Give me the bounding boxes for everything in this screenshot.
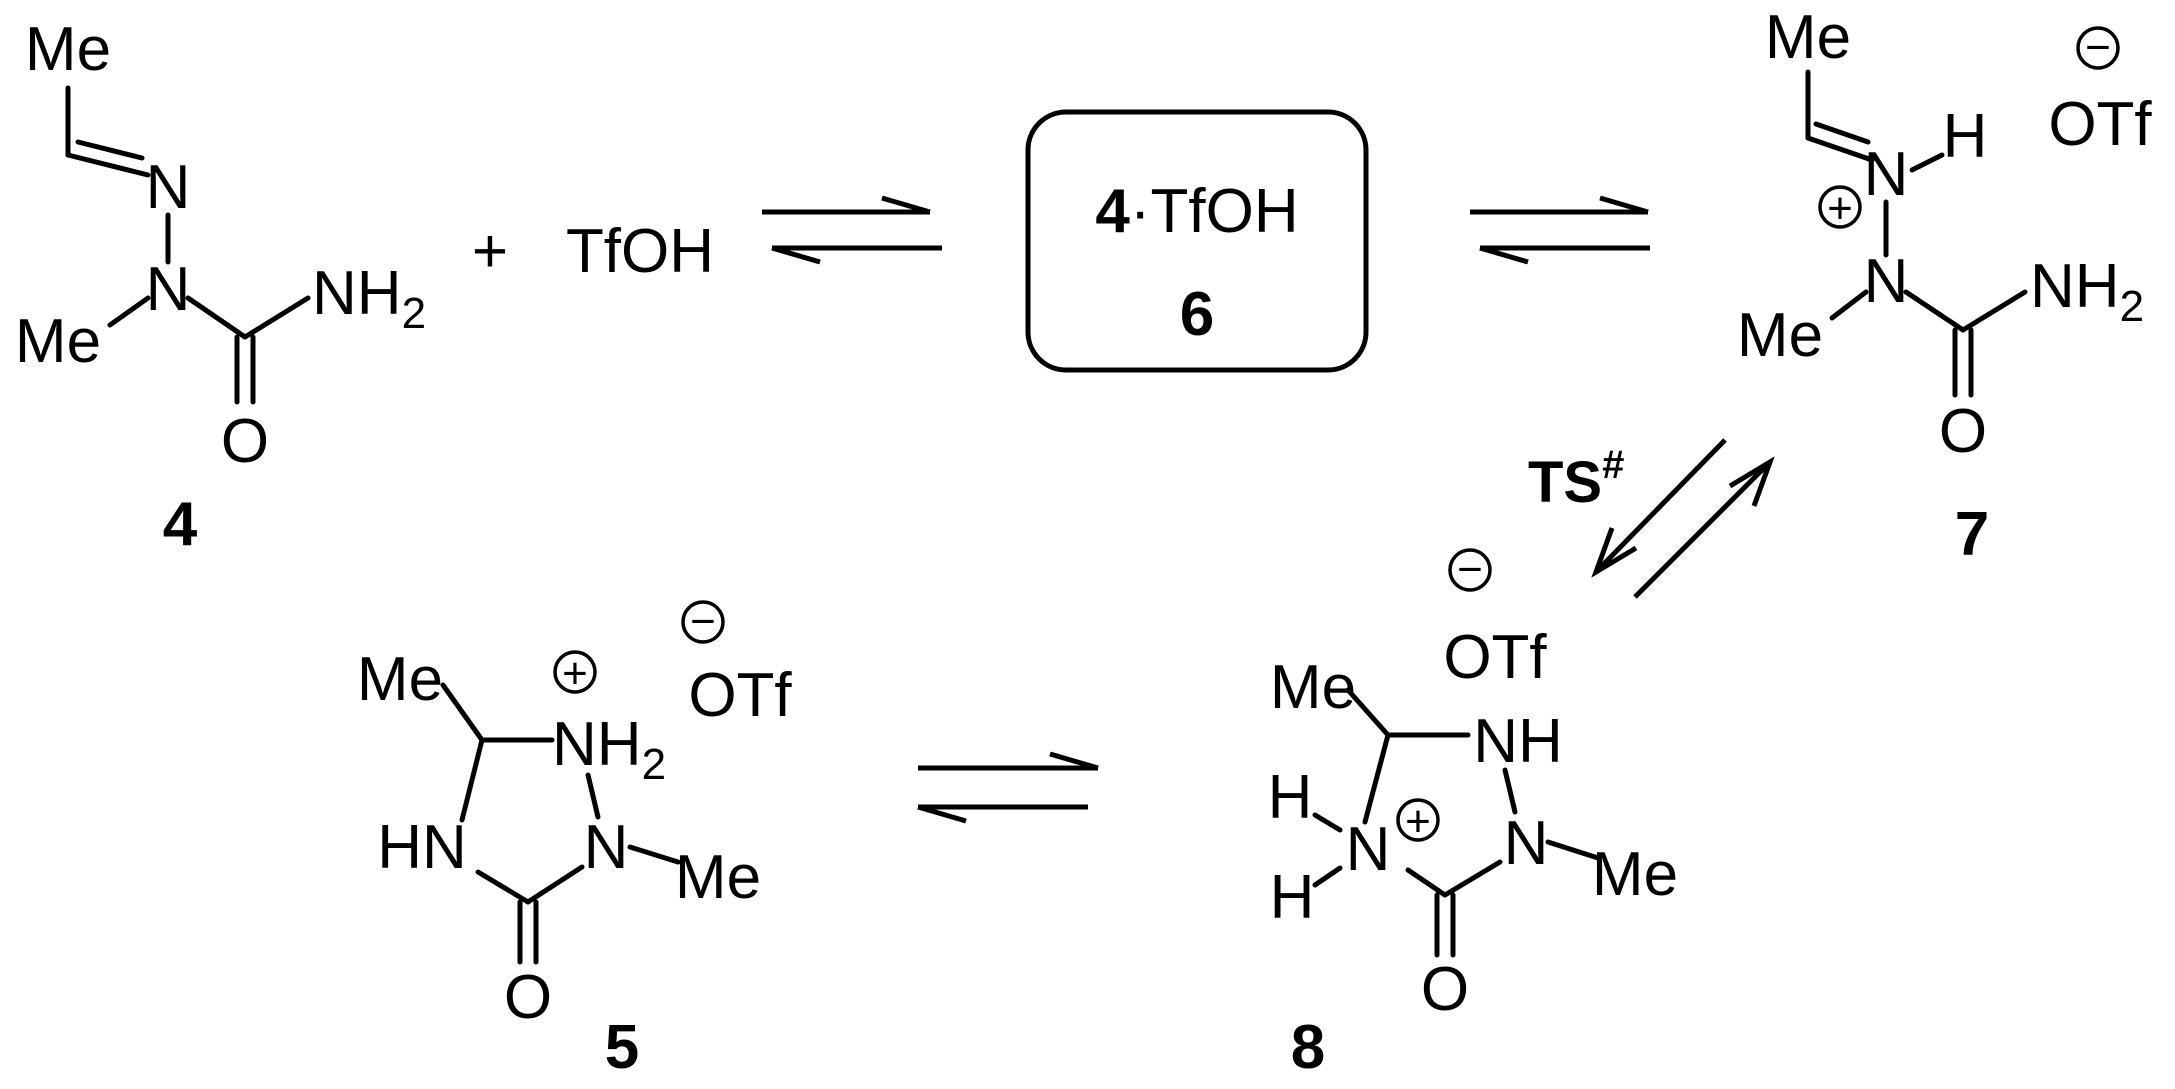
bond-imine-cn-b [75,139,145,161]
bond-n-me [1545,839,1601,861]
methyl-label: Me [1765,3,1851,72]
methyl-label: Me [15,307,101,376]
amide-nitrogen-label: N [1864,247,1909,316]
amide-nitrogen-label: N [146,255,191,324]
bond-n-carbonyl [1903,289,1966,333]
equilibrium-arrow [917,751,1099,824]
bond-h-n-lower [1312,865,1343,888]
bond-nh2-n [585,772,601,820]
complex-formula: 4·TfOH [1095,177,1298,246]
bond-c-nh2 [1960,289,2028,333]
methylated-nitrogen-label: N [584,813,629,882]
methylated-nitrogen-label: N [1504,809,1549,878]
negative-charge-icon [1448,548,1492,592]
bond-n-me [627,844,681,865]
positive-charge-icon [1818,185,1862,229]
triflate-counterion-label: OTf [688,661,792,730]
methyl-label: Me [1270,653,1356,722]
acid-label: TfOH [566,217,714,286]
amide-nh-label: HN [377,813,467,882]
bond-iminium-a [1805,135,1875,163]
bond-hn-c [475,869,531,905]
hydrogen-label: H [1268,763,1313,832]
svg-text:−: − [1457,545,1483,594]
oxygen-label: O [1421,955,1469,1024]
oxygen-label: O [504,963,552,1032]
bond-me-c [1345,687,1391,738]
ammonium-label: NH2 [552,710,666,789]
bond-n-me [1829,289,1869,321]
amino-label: NH2 [312,259,426,338]
equilibrium-arrow [1470,195,1650,265]
svg-text:−: − [690,597,716,646]
compound-4: Me N N Me NH2 O 4 [15,15,426,559]
bond-n-carbonyl [185,295,248,340]
amino-label: NH2 [2030,252,2144,331]
amine-nh-label: NH [1473,707,1563,776]
triflate-counterion-label: OTf [1443,623,1547,692]
equilibrium-arrow [1591,438,1775,599]
hydrogen-label: H [1270,863,1315,932]
oxygen-label: O [1939,397,1987,466]
compound-number: 7 [1955,500,1989,569]
equilibrium-arrow [762,195,942,265]
transition-state-label: TS# [1528,443,1624,515]
negative-charge-icon [681,600,725,644]
svg-text:+: + [562,649,588,698]
compound-number: 5 [605,1013,639,1082]
methyl-label: Me [1737,301,1823,370]
compound-5: Me + − OTf NH2 HN N Me O 5 [357,597,793,1082]
methyl-label: Me [357,645,443,714]
complex-6: 4·TfOH 6 [1025,109,1369,373]
negative-charge-icon [2076,26,2120,70]
compound-number: 4 [163,490,198,559]
bond-c-nh2 [242,295,311,340]
bond-nh-n [1502,767,1518,815]
svg-text:+: + [1827,184,1853,233]
svg-text:−: − [2085,23,2111,72]
bond-n-me [107,295,151,328]
bond-c-n [525,864,585,905]
bond-c-nplus [1362,732,1391,825]
compound-7: Me N H + − OTf N Me NH2 O 7 [1737,3,2153,569]
bond-nplus-c [1405,867,1448,898]
bond-c-n [1442,859,1503,898]
ammonium-nitrogen-label: N [1346,815,1391,884]
positive-charge-icon [1396,798,1440,842]
triflate-counterion-label: OTf [2048,90,2152,159]
bond-c-hn [459,737,485,823]
imine-nitrogen-label: N [146,153,191,222]
compound-number: 6 [1180,280,1214,349]
bond-iminium-b [1813,121,1871,145]
svg-text:+: + [1405,797,1431,846]
bond-h-n-upper [1312,812,1343,833]
compound-number: 8 [1291,1013,1325,1082]
iminium-nitrogen-label: N [1864,140,1909,209]
positive-charge-icon [553,650,597,694]
bond-imine-cn-a [65,152,151,178]
bond-me-c [440,682,485,743]
methyl-label: Me [1592,840,1678,909]
methyl-label: Me [675,843,761,912]
plus-sign: + [472,217,508,286]
hydrogen-label: H [1943,102,1988,171]
complex-box [1025,109,1369,373]
compound-8: − OTf Me NH H N + H N Me O 8 [1268,545,1678,1082]
oxygen-label: O [221,407,269,476]
bond-n-h [1909,152,1945,173]
methyl-label: Me [25,15,111,84]
